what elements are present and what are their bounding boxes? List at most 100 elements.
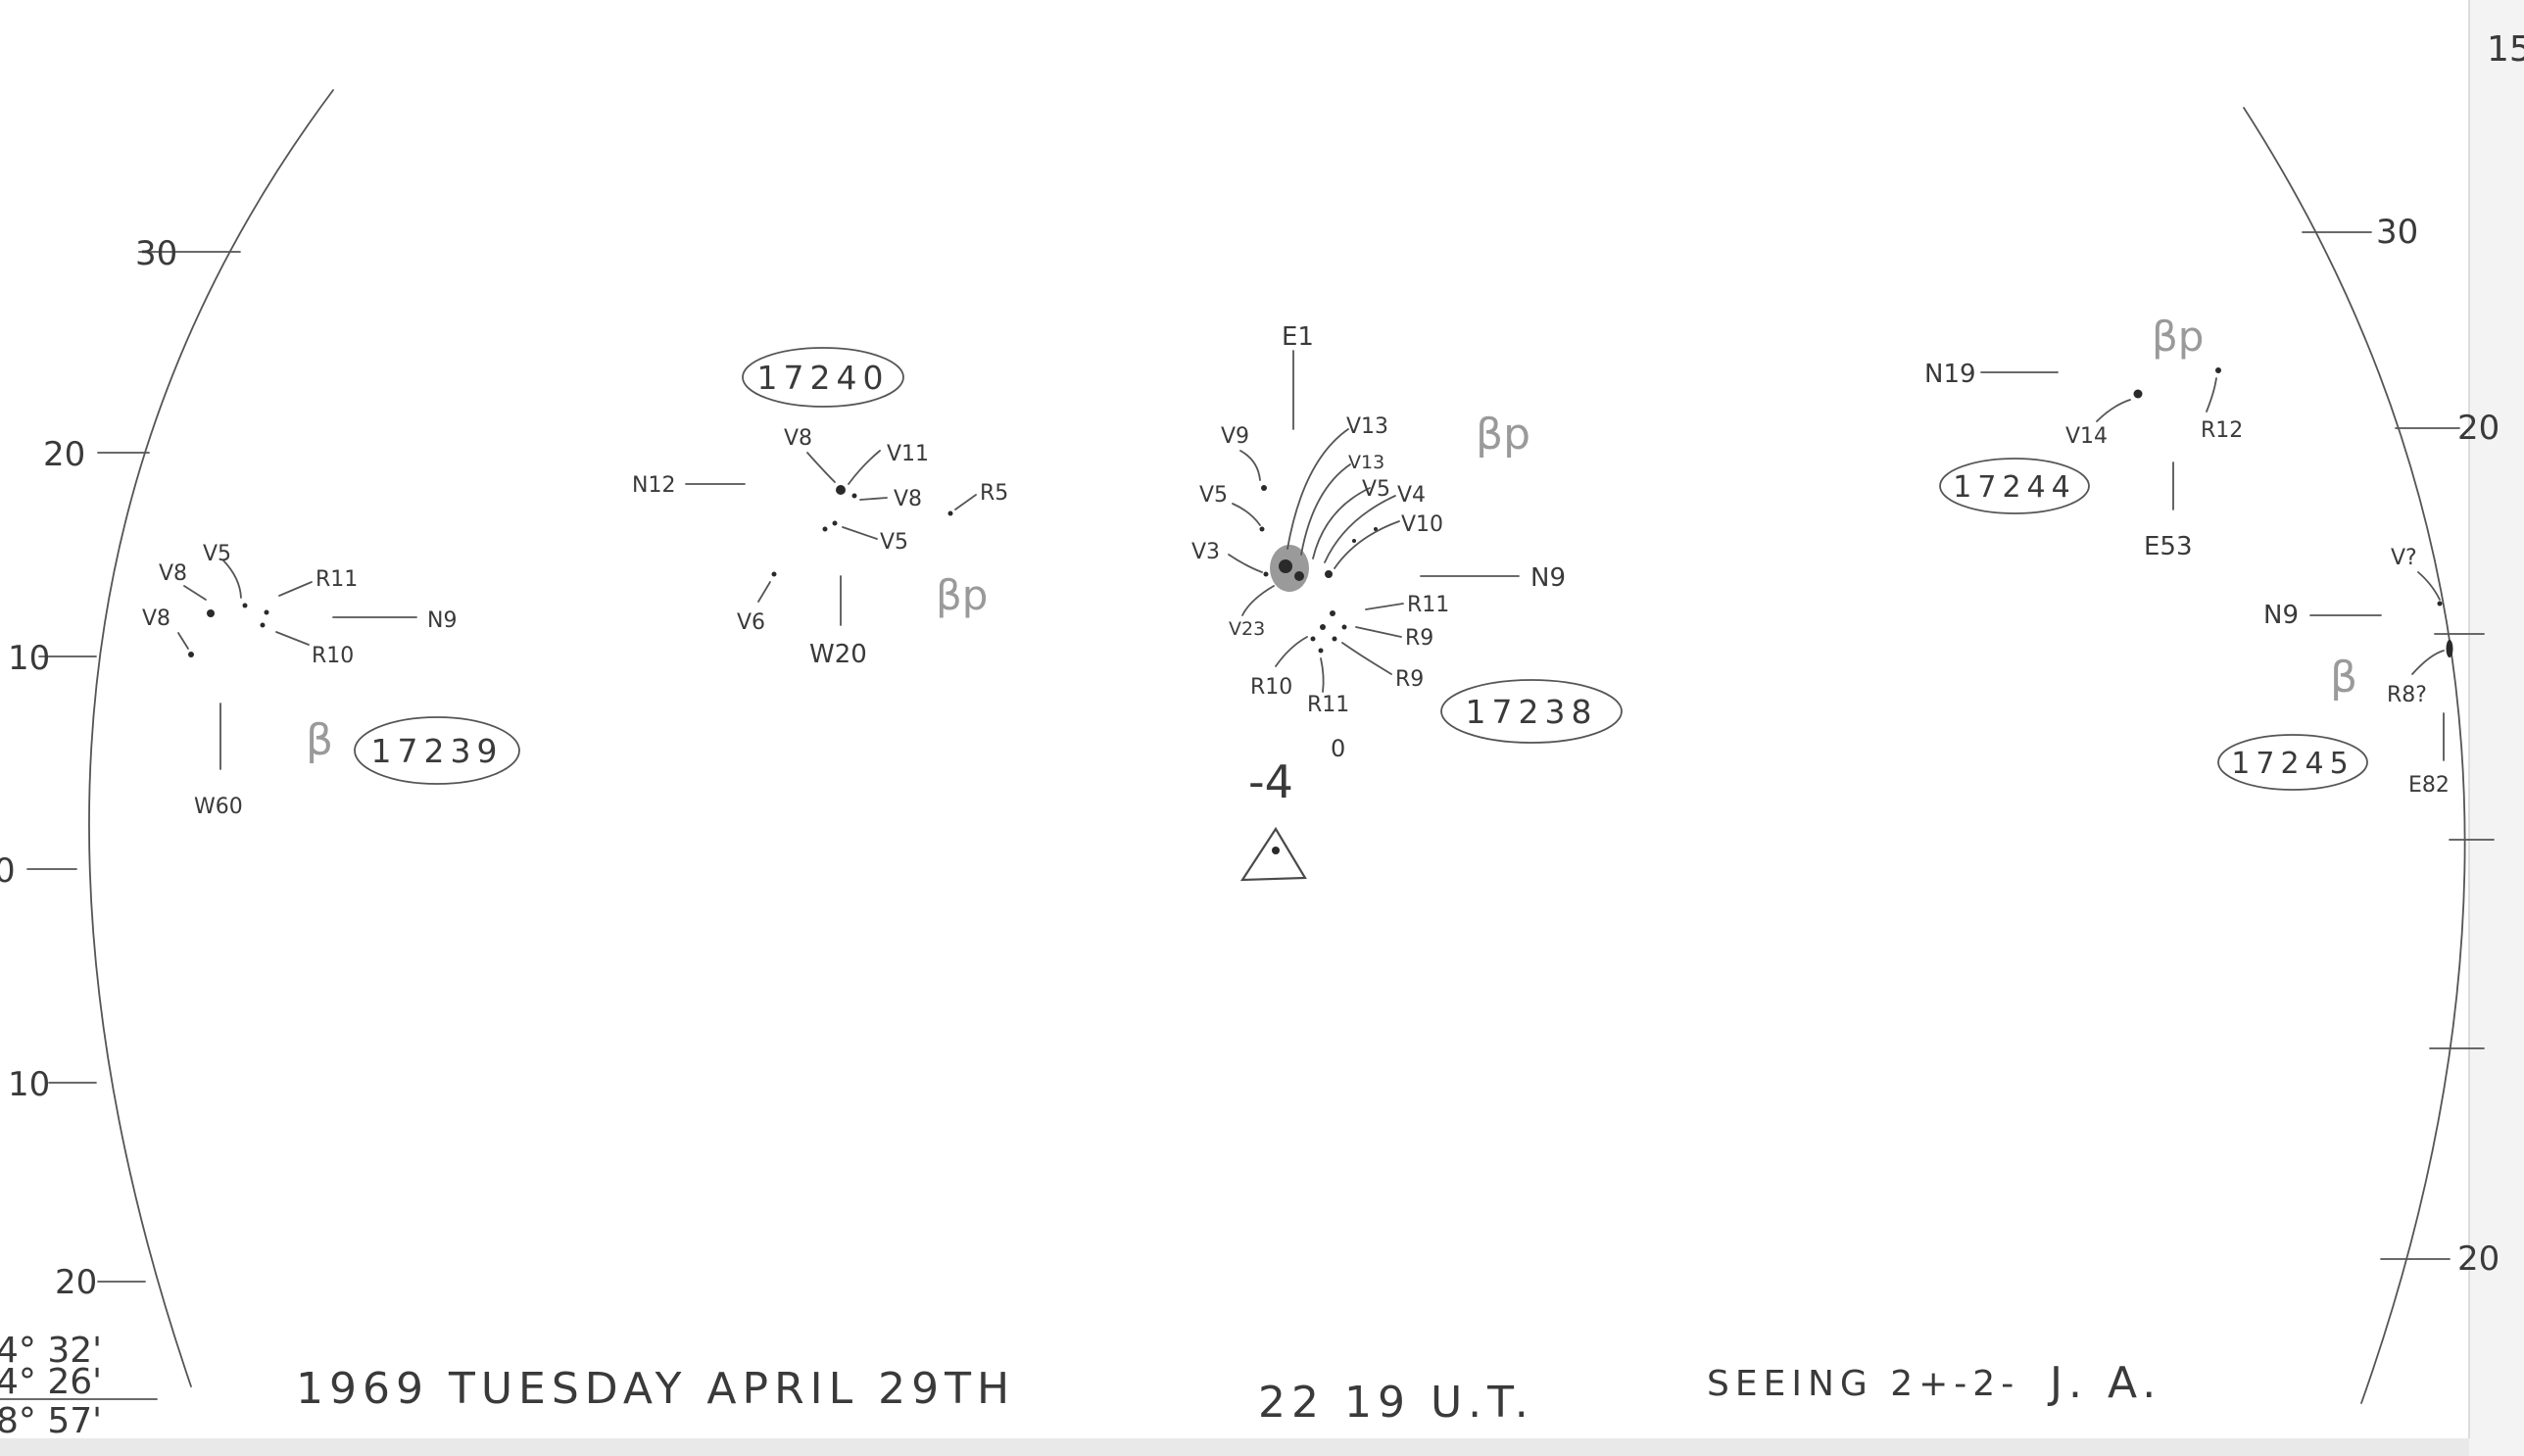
- triangle-dot: [1272, 847, 1280, 854]
- group-number-oval: [1939, 458, 2090, 514]
- label-leader: [1286, 428, 1349, 550]
- spot-label: V8: [784, 426, 812, 451]
- sunspot: [1352, 539, 1356, 543]
- label-leader: [222, 559, 242, 599]
- spot-label: W60: [194, 795, 243, 819]
- observer-initials: J. A.: [2047, 1358, 2161, 1408]
- sunspot-group-17240: 17240 V8 V11 V8 R5 V5 N12 V6 W20 βp: [632, 347, 1008, 669]
- sunspot-umbra: [1279, 559, 1292, 573]
- sunspot: [242, 603, 248, 608]
- spot-label: N9: [2263, 601, 2299, 630]
- sunspot: [260, 622, 266, 628]
- label-leader: [1312, 487, 1371, 559]
- spot-label: V5: [1199, 483, 1228, 508]
- spot-label: R8?: [2387, 683, 2427, 707]
- annotation-value: -4: [1248, 755, 1293, 808]
- label-leader: [1228, 554, 1263, 573]
- spot-label: R11: [1307, 693, 1349, 717]
- sunspot-group-17238: E1 V9 V5 V3 V13 V13: [1191, 322, 1623, 744]
- spot-label: V8: [142, 607, 170, 631]
- sunspot: [1263, 571, 1269, 577]
- label-leader: [2411, 650, 2445, 675]
- spot-label: V13: [1346, 414, 1388, 439]
- spot-label: V13: [1348, 452, 1384, 473]
- spot-label: V8: [159, 561, 187, 586]
- group-classification: βp: [2152, 313, 2204, 361]
- sunspot: [836, 485, 846, 495]
- group-number-oval: [354, 716, 520, 785]
- corner-calculation: 4° 32' 4° 26' 8° 57': [0, 1331, 158, 1441]
- sunspot-group-17245: V? N9 R8? E82 β 17245: [2217, 546, 2453, 798]
- group-number: 17240: [757, 359, 890, 397]
- sunspot: [947, 510, 953, 516]
- group-number: 17238: [1466, 693, 1598, 731]
- spot-label: N12: [632, 473, 675, 498]
- observation-time: 22 19 U.T.: [1258, 1378, 1534, 1428]
- label-leader: [1334, 520, 1400, 569]
- sunspot: [1318, 648, 1324, 654]
- sunspot: [264, 609, 269, 615]
- spot-label: R5: [980, 481, 1008, 506]
- label-leader: [806, 452, 836, 483]
- seeing-conditions: SEEING 2+-2-: [1707, 1364, 2019, 1404]
- right-tick-label: 20: [2457, 409, 2500, 448]
- group-classification: β: [2330, 653, 2357, 703]
- annotation-degree: 0: [1331, 735, 1345, 762]
- spot-label: V4: [1397, 483, 1426, 508]
- label-leader: [1324, 495, 1396, 563]
- spot-label: R9: [1405, 626, 1433, 651]
- label-leader: [2206, 377, 2217, 413]
- sunspot: [771, 571, 777, 577]
- left-tick-label: 0: [0, 851, 16, 891]
- central-annotation: -4 0: [1239, 735, 1345, 882]
- label-leader: [842, 526, 878, 540]
- left-tick-label: 20: [43, 435, 85, 474]
- sunspot: [1259, 526, 1265, 532]
- calc-line: 8° 57': [0, 1401, 102, 1441]
- right-disk-limb: [2243, 107, 2466, 1404]
- spot-label: E53: [2144, 532, 2193, 561]
- right-tick-label: 20: [2457, 1239, 2500, 1279]
- label-leader: [1241, 585, 1275, 616]
- spot-label: V5: [880, 530, 908, 555]
- left-tick-label: 20: [55, 1263, 97, 1302]
- label-leader: [278, 581, 313, 597]
- sunspot: [1374, 527, 1378, 531]
- sunspot-group-17239: V8 V5 V8 R11 R10 N9 W60 β 17239: [142, 542, 520, 819]
- group-classification: β: [306, 715, 333, 765]
- spot-label: V10: [1401, 512, 1443, 537]
- sunspot: [188, 652, 194, 657]
- spot-label: R10: [312, 644, 354, 668]
- observation-date: 1969 TUESDAY APRIL 29TH: [296, 1364, 1015, 1414]
- calc-line: 4° 26': [0, 1362, 102, 1402]
- sunspot: [822, 526, 828, 532]
- triangle-symbol: [1239, 826, 1307, 882]
- sunspot: [2446, 640, 2453, 657]
- label-leader: [1355, 626, 1402, 638]
- spot-label: R11: [316, 567, 358, 592]
- sunspot: [1261, 485, 1267, 491]
- spot-label: V5: [203, 542, 231, 566]
- sunspot: [851, 493, 857, 499]
- sunspot-group-17244: N19 V14 R12 E53 βp 17244: [1924, 313, 2243, 561]
- sunspot: [1325, 570, 1333, 578]
- sunspot: [1341, 624, 1347, 630]
- label-leader: [275, 631, 310, 646]
- left-tick-label: 30: [135, 234, 177, 273]
- group-number-oval: [742, 347, 904, 408]
- page-bottom-edge: [0, 1438, 2524, 1456]
- sunspot: [832, 520, 838, 526]
- spot-label: N19: [1924, 360, 1976, 389]
- page-right-edge: [2469, 0, 2524, 1456]
- sunspot: [2437, 601, 2443, 607]
- spot-label: R9: [1395, 667, 1424, 692]
- spot-label: V9: [1221, 424, 1249, 449]
- label-leader: [2096, 399, 2131, 422]
- group-number: 17244: [1953, 470, 2075, 505]
- spot-label: E82: [2408, 773, 2450, 798]
- group-classification: βp: [936, 571, 988, 619]
- label-leader: [1239, 450, 1261, 481]
- label-leader: [1232, 503, 1261, 526]
- group-number: 17239: [371, 732, 504, 770]
- sunspot: [207, 609, 215, 617]
